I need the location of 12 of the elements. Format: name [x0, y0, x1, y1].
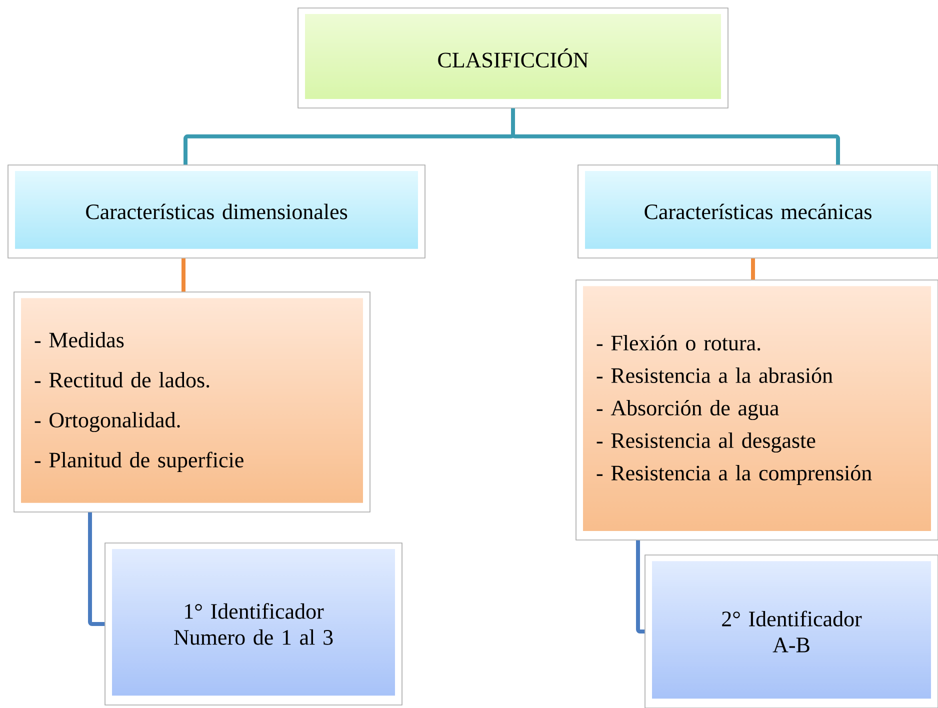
- identifier-box: 1° Identificador Numero de 1 al 3: [104, 542, 402, 706]
- connector-line: [88, 512, 105, 626]
- category-box: Características mecánicas: [578, 164, 938, 258]
- connector-line: [182, 258, 186, 292]
- connector-line: [751, 258, 755, 280]
- list-box: - Flexión o rotura. - Resistencia a la abrasión - Absorción de agua - Resistencia al desgaste - Resistencia a la comprensión: [576, 280, 938, 540]
- identifier-box: 2° Identificador A-B: [644, 554, 938, 708]
- title-box: CLASIFICCIÓN: [298, 8, 728, 108]
- category-box: Características dimensionales: [8, 164, 426, 258]
- connector-line: [636, 540, 645, 634]
- list-box: - Medidas - Rectitud de lados. - Ortogonalidad. - Planitud de superficie: [14, 292, 370, 512]
- connector-line: [511, 108, 840, 165]
